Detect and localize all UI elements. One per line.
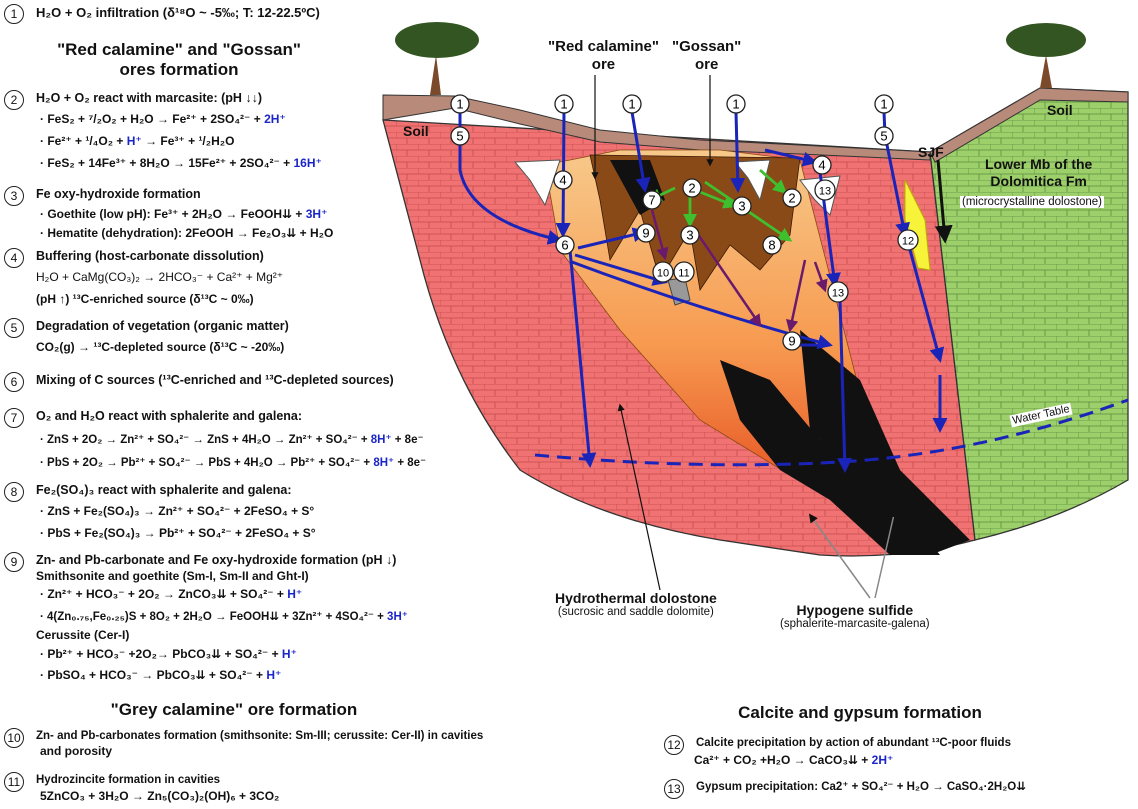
marker-label: 3 (738, 199, 745, 214)
label-line: Hydrothermal dolostone (555, 590, 717, 606)
marker-1: 1 (555, 95, 573, 113)
marker-4: 4 (554, 171, 572, 189)
label-hypogene-sulfide: Hypogene sulfide (sphalerite-marcasite-g… (780, 602, 930, 630)
equation: Ca²⁺ + CO₂ +H₂O → CaCO₃⇊ + 2H⁺ (694, 753, 893, 767)
tree-left (395, 22, 479, 95)
label-gossan: "Gossan" ore (672, 38, 741, 74)
step-text: Zn- and Pb-carbonates formation (smithso… (36, 729, 483, 744)
marker-label: 13 (832, 288, 844, 300)
marker-5: 5 (875, 127, 893, 145)
label-soil-right: Soil (1047, 102, 1073, 118)
label-lower-mb: Lower Mb of the Dolomitica Fm (985, 156, 1092, 190)
step-text: Hydrozincite formation in cavities (36, 773, 220, 788)
marker-label: 1 (456, 97, 463, 112)
step-number: 10 (4, 728, 24, 748)
marker-label: 8 (768, 238, 775, 253)
marker-label: 13 (819, 186, 831, 198)
label-line: (sucrosic and saddle dolomite) (555, 606, 717, 618)
label-line: (sphalerite-marcasite-galena) (780, 618, 930, 630)
marker-label: 5 (880, 129, 887, 144)
label-line: Hypogene sulfide (780, 602, 930, 618)
step-number: 13 (664, 779, 684, 799)
marker-label: 10 (657, 268, 669, 280)
marker-1: 1 (623, 95, 641, 113)
marker-9: 9 (637, 224, 655, 242)
marker-10: 10 (653, 262, 673, 282)
marker-label: 12 (902, 236, 914, 248)
marker-label: 4 (818, 158, 825, 173)
label-soil-left: Soil (403, 123, 429, 139)
marker-label: 2 (788, 191, 795, 206)
label-line: "Red calamine" (548, 38, 659, 56)
label-line: ore (548, 56, 659, 74)
step-text: Gypsum precipitation: Ca2⁺ + SO₄²⁻ + H₂O… (696, 780, 1026, 795)
heading-calcite-gypsum: Calcite and gypsum formation (680, 703, 1040, 723)
marker-label: 6 (561, 238, 568, 253)
marker-label: 9 (642, 226, 649, 241)
tree-right (1006, 23, 1086, 88)
step-number: 12 (664, 735, 684, 755)
marker-1: 1 (451, 95, 469, 113)
marker-1: 1 (875, 95, 893, 113)
marker-2: 2 (683, 179, 701, 197)
equation-text: Ca²⁺ + CO₂ +H₂O → CaCO₃⇊ + (694, 753, 868, 767)
marker-label: 4 (559, 173, 566, 188)
marker-3: 3 (733, 197, 751, 215)
proton-term: 2H⁺ (872, 753, 894, 767)
label-line: ore (672, 56, 741, 74)
equation: 5ZnCO₃ + 3H₂O → Zn₅(CO₃)₂(OH)₆ + 3CO₂ (40, 789, 279, 803)
label-line: "Gossan" (672, 38, 741, 56)
marker-6: 6 (556, 236, 574, 254)
marker-12: 12 (898, 230, 918, 250)
marker-label: 11 (678, 268, 689, 280)
label-line: Dolomitica Fm (985, 173, 1092, 190)
marker-label: 5 (456, 129, 463, 144)
step-text-cont: and porosity (40, 744, 112, 758)
marker-label: 9 (788, 334, 795, 349)
marker-3: 3 (681, 226, 699, 244)
marker-1: 1 (727, 95, 745, 113)
marker-13: 13 (815, 180, 835, 200)
marker-13: 13 (828, 282, 848, 302)
label-line: Lower Mb of the (985, 156, 1092, 173)
marker-8: 8 (763, 236, 781, 254)
marker-label: 1 (732, 97, 739, 112)
label-microcrystalline: (microcrystalline dolostone) (960, 196, 1104, 208)
marker-2: 2 (783, 189, 801, 207)
step-number: 11 (4, 772, 24, 792)
label-sjf: SJF (918, 144, 944, 160)
heading-grey-calamine: "Grey calamine" ore formation (4, 700, 464, 720)
marker-label: 3 (686, 228, 693, 243)
marker-label: 7 (648, 193, 655, 208)
label-hydrothermal-dolostone: Hydrothermal dolostone (sucrosic and sad… (555, 590, 717, 618)
step-text: Calcite precipitation by action of abund… (696, 736, 1011, 751)
marker-5: 5 (451, 127, 469, 145)
marker-11: 11 (674, 262, 694, 282)
marker-4: 4 (813, 156, 831, 174)
marker-label: 1 (560, 97, 567, 112)
marker-9: 9 (783, 332, 801, 350)
marker-7: 7 (643, 191, 661, 209)
marker-label: 1 (880, 97, 887, 112)
label-red-calamine: "Red calamine" ore (548, 38, 659, 74)
marker-label: 1 (628, 97, 635, 112)
marker-label: 2 (688, 181, 695, 196)
